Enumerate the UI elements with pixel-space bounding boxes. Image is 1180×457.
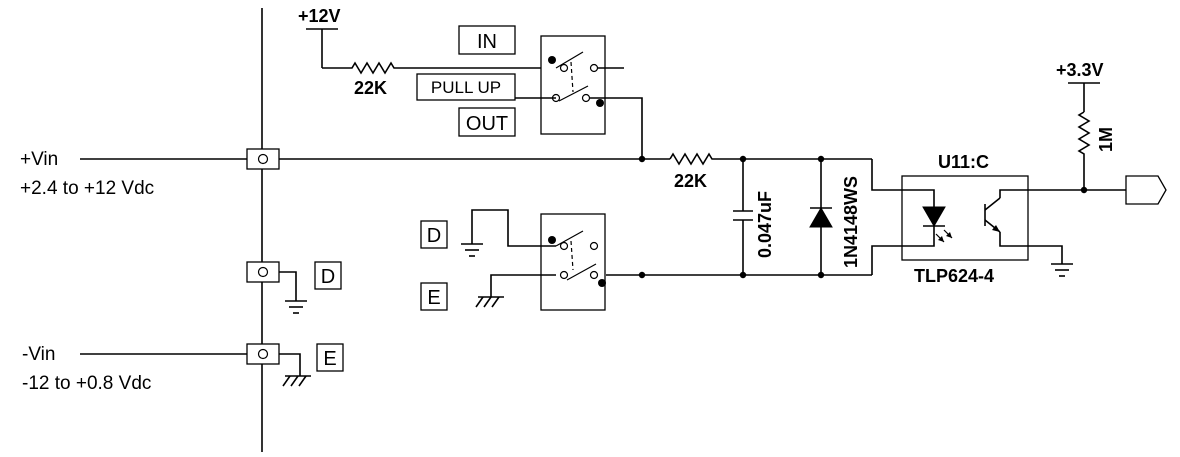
vin-minus-range: -12 to +0.8 Vdc — [22, 373, 151, 394]
svg-text:D: D — [427, 225, 441, 247]
label-box-out: OUT — [458, 107, 516, 137]
optocoupler-ref: U11:C — [938, 152, 989, 172]
svg-text:+12V: +12V — [298, 6, 341, 26]
switch-pullup — [540, 35, 624, 135]
label-box-d-right: D — [420, 220, 448, 249]
label-box-e-left: E — [316, 343, 344, 372]
vin-plus-label: +Vin — [20, 149, 58, 170]
label-box-pull-up: PULL UP — [416, 73, 516, 101]
series-resistor — [669, 152, 872, 166]
junction-signal — [638, 155, 646, 163]
terminal-d — [246, 261, 280, 283]
diode — [809, 155, 833, 279]
svg-text:IN: IN — [477, 31, 497, 53]
switch-de — [540, 213, 606, 311]
vin-minus-label: -Vin — [22, 344, 55, 365]
vin-plus-range: +2.4 to +12 Vdc — [20, 178, 154, 199]
svg-text:+3.3V: +3.3V — [1056, 60, 1104, 80]
capacitor-label: 0.047uF — [755, 191, 775, 258]
capacitor — [733, 155, 753, 279]
terminal-vin-minus — [246, 343, 280, 365]
chassis-ground-terminal-e — [279, 353, 311, 387]
optocoupler-part: TLP624-4 — [914, 266, 994, 286]
pullup-resistor-label: 22K — [354, 78, 387, 98]
label-box-d-left: D — [314, 261, 342, 290]
pullup-resistor — [322, 61, 556, 75]
svg-text:OUT: OUT — [466, 113, 508, 135]
junction-return-1 — [638, 271, 646, 279]
switch-pullup-out-wire — [590, 97, 643, 159]
supply-3v3: +3.3V — [1056, 60, 1104, 112]
output-connector — [1125, 175, 1167, 205]
label-box-in: IN — [458, 25, 516, 55]
supply-12v: +12V — [298, 6, 341, 68]
resistor-1m-label: 1M — [1096, 127, 1116, 152]
svg-text:E: E — [323, 348, 336, 370]
series-resistor-label: 22K — [674, 171, 707, 191]
svg-text:PULL UP: PULL UP — [431, 78, 501, 97]
chassis-ground-switch-e — [475, 274, 556, 308]
diode-label: 1N4148WS — [841, 176, 861, 268]
ground-opto-output — [1051, 263, 1073, 277]
terminal-vin-plus — [246, 148, 280, 170]
ground-terminal-d — [279, 271, 307, 314]
label-box-e-right: E — [420, 282, 448, 311]
resistor-1m — [1077, 111, 1091, 190]
svg-text:D: D — [321, 266, 335, 288]
ground-switch-d — [461, 209, 556, 257]
optocoupler — [871, 159, 1084, 275]
svg-text:E: E — [427, 287, 440, 309]
